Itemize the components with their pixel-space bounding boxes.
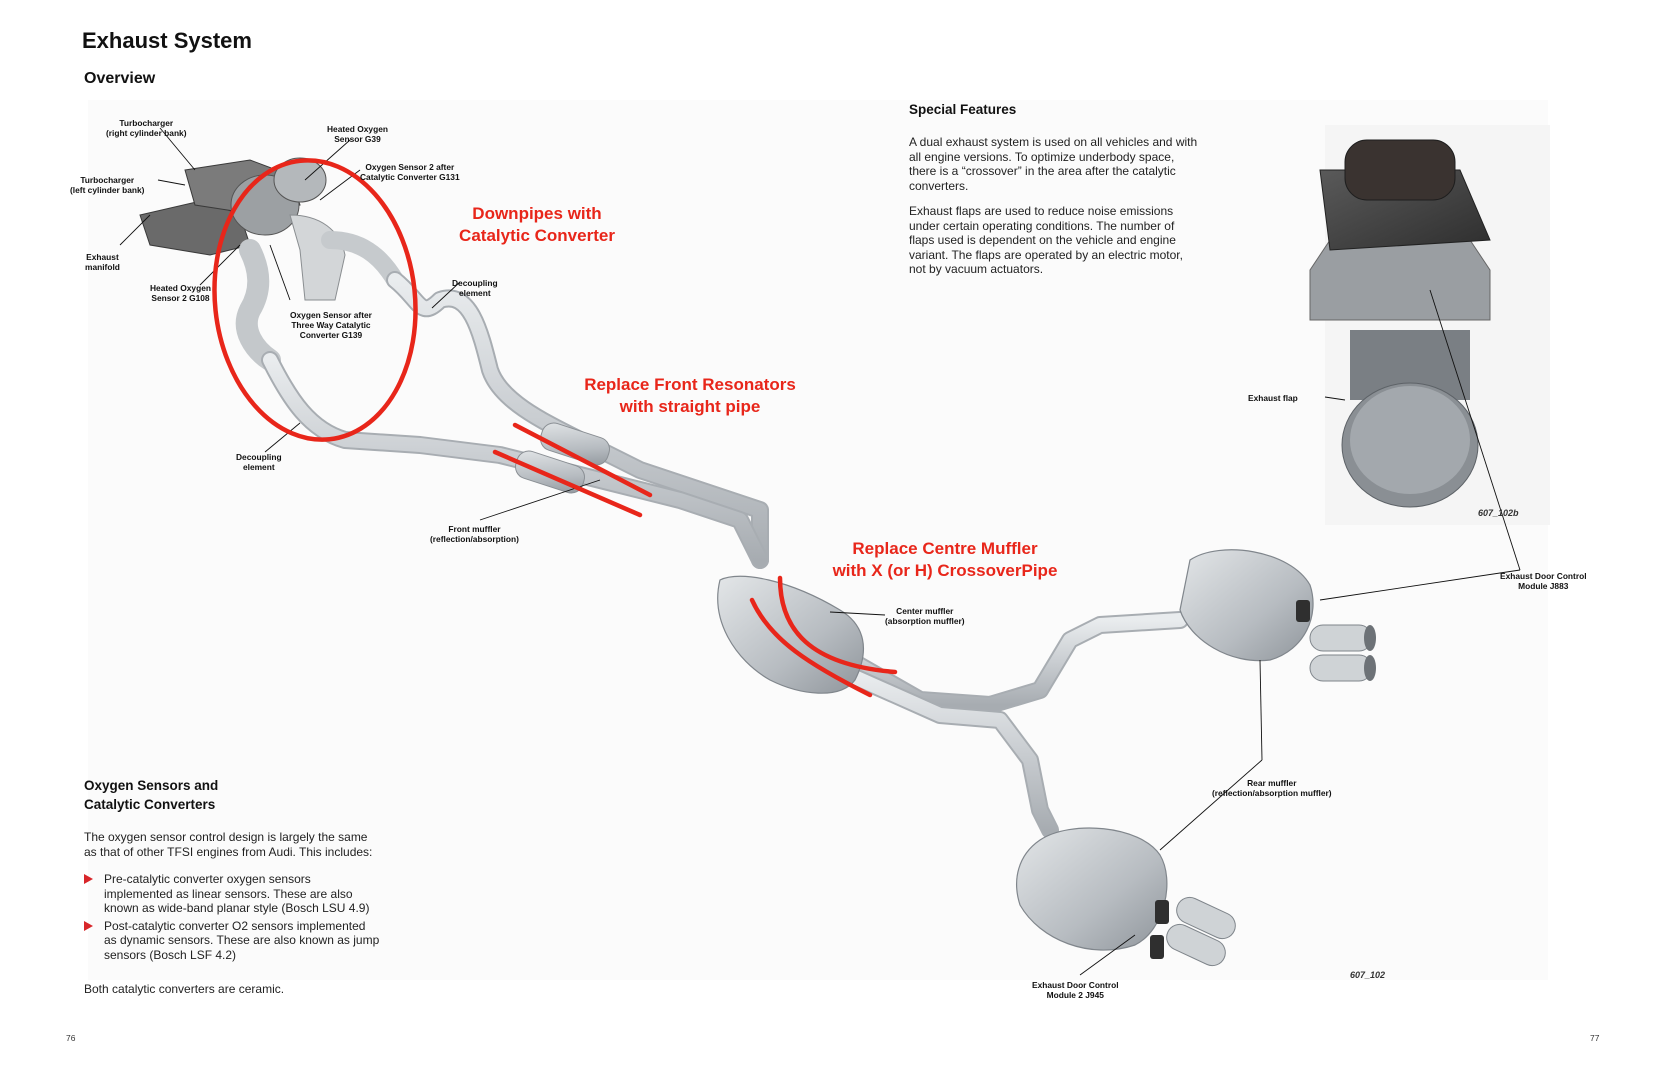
page-subtitle: Overview (84, 70, 156, 87)
resonator-strike-1 (512, 422, 653, 498)
label-front-muffler: Front muffler(reflection/absorption) (430, 524, 519, 544)
special-features-heading: Special Features (909, 102, 1017, 117)
label-exhaust-flap: Exhaust flap (1248, 393, 1298, 403)
red-markup (212, 158, 898, 698)
resonator-strike-2 (492, 449, 643, 518)
label-turbocharger-left: Turbocharger(left cylinder bank) (70, 175, 145, 195)
page-title: Exhaust System (82, 28, 252, 53)
label-rear-muffler: Rear muffler(reflection/absorption muffl… (1212, 778, 1332, 798)
oxygen-sensors-closing: Both catalytic converters are ceramic. (84, 982, 285, 996)
center-muffler-shape (717, 575, 864, 694)
label-leader-lines (119, 127, 1521, 976)
label-center-muffler: Center muffler(absorption muffler) (885, 606, 965, 626)
special-features-paragraph-2: Exhaust flaps are used to reduce noise e… (909, 204, 1183, 277)
special-features-paragraph-1: A dual exhaust system is used on all veh… (909, 135, 1198, 193)
page-number-left: 76 (66, 1033, 76, 1043)
oxygen-sensors-intro: The oxygen sensor control design is larg… (84, 830, 373, 859)
figure-code-inset: 607_102b (1478, 508, 1519, 518)
bullet-arrow-icon (84, 874, 93, 884)
page-number-right: 77 (1590, 1033, 1600, 1043)
bullet-arrow-icon (84, 920, 93, 931)
figure-code-main: 607_102 (1350, 970, 1386, 980)
crossover-arc-1 (749, 597, 873, 698)
bullet-item: Post-catalytic converter O2 sensors impl… (84, 919, 379, 963)
exhaust-flap-inset (1309, 125, 1550, 525)
downpipes-circle (212, 158, 418, 442)
label-turbocharger-right: Turbocharger(right cylinder bank) (106, 118, 187, 138)
rear-upper-muffler (1179, 549, 1376, 682)
crossover-arc-2 (777, 575, 898, 675)
rear-lower-muffler (1016, 827, 1236, 967)
